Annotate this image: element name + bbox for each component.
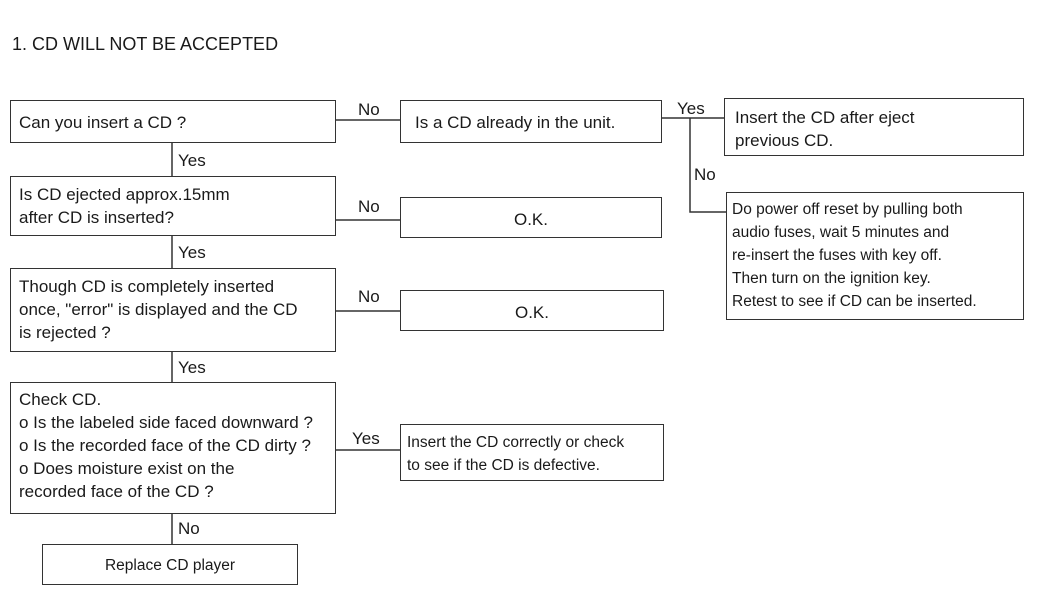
label-no-error: No	[358, 287, 380, 306]
label-yes-already: Yes	[677, 99, 705, 118]
check-cd-text: Check CD. o Is the labeled side faced do…	[19, 390, 313, 501]
insert-correctly-text: Insert the CD correctly or check to see …	[407, 434, 625, 474]
label-no-already: No	[694, 165, 716, 184]
ok-text-2: O.K.	[514, 303, 549, 322]
check-cd-box: Check CD. o Is the labeled side faced do…	[10, 382, 336, 514]
error-question-box: Though CD is completely inserted once, "…	[10, 268, 336, 352]
ejected-question-text: Is CD ejected approx.15mm after CD is in…	[19, 185, 230, 227]
insert-cd-question-text: Can you insert a CD ?	[19, 113, 187, 132]
label-yes-check: Yes	[352, 429, 380, 448]
label-no-check: No	[178, 519, 200, 538]
label-no-insert: No	[358, 100, 380, 119]
label-yes-insert: Yes	[178, 151, 206, 170]
replace-cd-player-text: Replace CD player	[104, 557, 236, 574]
power-reset-box: Do power off reset by pulling both audio…	[726, 192, 1024, 320]
page-title: 1. CD WILL NOT BE ACCEPTED	[12, 34, 279, 54]
ejected-question-box: Is CD ejected approx.15mm after CD is in…	[10, 176, 336, 236]
ok-text-1: O.K.	[513, 210, 548, 229]
label-yes-ejected: Yes	[178, 243, 206, 262]
ok-box-2: O.K.	[400, 290, 664, 331]
label-yes-error: Yes	[178, 358, 206, 377]
error-question-text: Though CD is completely inserted once, "…	[19, 277, 298, 342]
replace-cd-player-box: Replace CD player	[42, 544, 298, 585]
cd-already-question-box: Is a CD already in the unit.	[400, 100, 662, 143]
label-no-ejected: No	[358, 197, 380, 216]
insert-after-eject-text: Insert the CD after eject previous CD.	[735, 108, 915, 150]
insert-cd-question-box: Can you insert a CD ?	[10, 100, 336, 143]
ok-box-1: O.K.	[400, 197, 662, 238]
power-reset-text: Do power off reset by pulling both audio…	[732, 201, 977, 310]
insert-correctly-box: Insert the CD correctly or check to see …	[400, 424, 664, 481]
insert-after-eject-box: Insert the CD after eject previous CD.	[724, 98, 1024, 156]
cd-already-question-text: Is a CD already in the unit.	[415, 113, 616, 132]
connector-already-to-reset	[689, 118, 726, 213]
